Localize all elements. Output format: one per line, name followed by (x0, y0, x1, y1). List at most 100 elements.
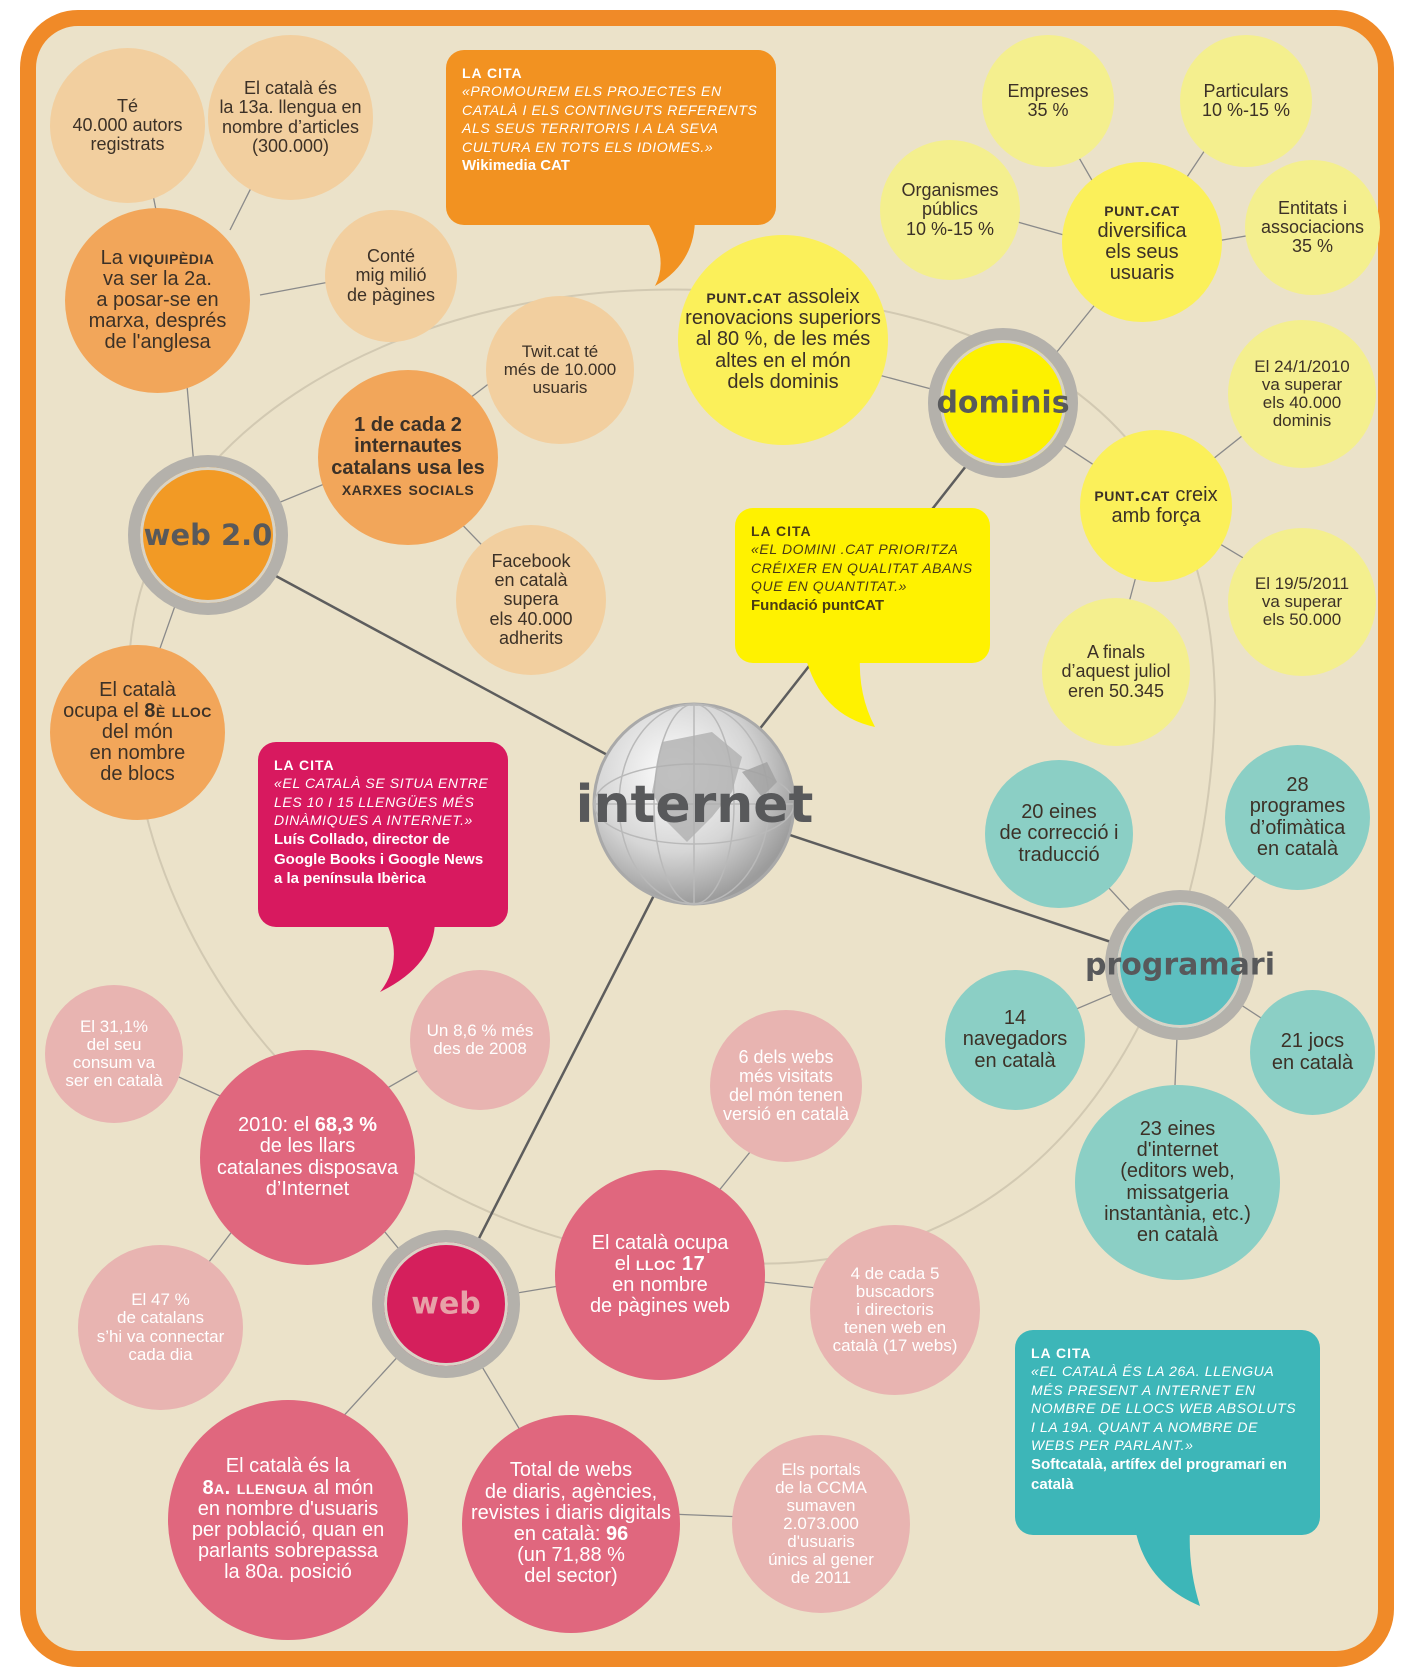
bubble-data-2011: El 19/5/2011 va superar els 50.000 (1228, 528, 1376, 676)
bubble-viquipedia: La viquipèdia va ser la 2a. a posar-se e… (65, 208, 250, 393)
hub-dominis: dominis (928, 328, 1078, 478)
quote-puntcat: LA CITA «El domini .cat prioritza créixe… (735, 508, 990, 663)
hub-web: web (372, 1230, 520, 1378)
text-part: 1 de cada 2 internautes catalans usa les (331, 414, 485, 479)
bubble-buscadors: 4 de cada 5 buscadors i directoris tenen… (810, 1225, 980, 1395)
bubble-ccma: Els portals de la CCMA sumaven 2.073.000… (732, 1435, 910, 1613)
quote-source: Fundació puntCAT (751, 596, 885, 614)
quote-wikimedia: LA CITA «Promourem els projectes en cata… (446, 50, 776, 225)
bubble-text: punt.cat creix amb força (1088, 483, 1223, 527)
bubble-ofimatica: 28 programes d’ofimàtica en català (1225, 745, 1370, 890)
text-part: al món en nombre d'usuaris per població,… (191, 1476, 385, 1584)
quote-source: Luís Collado, director de Google Books i… (274, 830, 484, 888)
quote-heading: LA CITA (462, 65, 523, 81)
bubble-facebook: Facebook en català supera els 40.000 adh… (456, 525, 606, 675)
quote-collado: LA CITA «El català se situa entre les 10… (258, 742, 508, 927)
bubble-eines-correccio: 20 eines de correcció i traducció (985, 760, 1133, 908)
text-bold: xarxes socials (341, 477, 475, 500)
text-part: de les llars catalanes disposava d’Inter… (216, 1135, 399, 1200)
bubble-particulars: Particulars 10 %-15 % (1180, 35, 1312, 167)
quote-softcatala: LA CITA «El català és la 26a. llengua mé… (1015, 1330, 1320, 1535)
bubble-text: 20 eines de correcció i traducció (999, 801, 1119, 866)
bubble-jocs: 21 jocs en català (1250, 990, 1375, 1115)
quote-tail (800, 655, 875, 727)
hub-label: programari (1085, 947, 1275, 983)
bubble-text: Els portals de la CCMA sumaven 2.073.000… (768, 1459, 874, 1588)
bubble-mig-milio: Conté mig milió de pàgines (325, 210, 457, 342)
text-part: diversifica els seus usuaris (1097, 219, 1187, 285)
text-bold: lloc 17 (635, 1252, 706, 1275)
quote-text: «Promourem els projectes en català i els… (462, 83, 758, 155)
hub-label: web (411, 1286, 481, 1322)
text-bold: 68,3 % (314, 1114, 377, 1137)
internet-globe: internet (576, 702, 813, 907)
text-bold: punt.cat (1104, 198, 1180, 221)
bubble-text: El català és la 13a. llengua en nombre d… (219, 78, 362, 156)
bubble-juliol: A finals d’aquest juliol eren 50.345 (1042, 598, 1190, 746)
bubble-autors-registrats: Té 40.000 autors registrats (50, 48, 205, 203)
bubble-text: Particulars 10 %-15 % (1201, 80, 1291, 120)
bubble-text: La viquipèdia va ser la 2a. a posar-se e… (83, 246, 233, 354)
bubble-text: El català ocupa el 8è lloc del món en no… (57, 678, 218, 786)
bubble-llars: 2010: el 68,3 % de les llars catalanes d… (200, 1050, 415, 1265)
text-part: del món en nombre de blocs (89, 720, 186, 786)
text-part: (un 71,88 % del sector) (517, 1544, 625, 1588)
bubble-text: Facebook en català supera els 40.000 adh… (489, 551, 573, 648)
hub-label: dominis (936, 385, 1070, 421)
quote-tail (1130, 1528, 1200, 1606)
bubble-text: Té 40.000 autors registrats (72, 95, 183, 155)
bubble-text: Organismes públics 10 %-15 % (901, 180, 999, 239)
quote-tail (375, 920, 435, 992)
bubble-text: 14 navegadors en català (962, 1007, 1068, 1072)
bubble-text: Twit.cat té més de 10.000 usuaris (503, 341, 617, 397)
bubble-text: Total de webs de diaris, agències, revis… (465, 1460, 677, 1587)
text-bold: viquipèdia (128, 246, 215, 269)
quote-source: Softcatalà, artífex del programari en ca… (1031, 1455, 1287, 1493)
quote-text: «El català és la 26a. llengua més presen… (1031, 1363, 1297, 1454)
bubble-twitcat: Twit.cat té més de 10.000 usuaris (486, 296, 634, 444)
text-part: El català ocupa el (63, 678, 176, 722)
hub-label: web 2.0 (143, 518, 273, 552)
hub-programari: programari (1085, 890, 1275, 1040)
text-bold: punt.cat (1094, 483, 1170, 506)
bubble-xarxes-socials: 1 de cada 2 internautes catalans usa les… (318, 370, 498, 545)
bubble-text: 4 de cada 5 buscadors i directoris tenen… (832, 1263, 958, 1356)
bubble-diaris: Total de webs de diaris, agències, revis… (462, 1415, 680, 1633)
text-bold: 8è lloc (144, 699, 212, 722)
bubble-creix: punt.cat creix amb força (1080, 430, 1232, 582)
bubble-text: 2010: el 68,3 % de les llars catalanes d… (211, 1115, 404, 1200)
hub-web20: web 2.0 (128, 455, 288, 615)
bubble-entitats: Entitats i associacions 35 % (1245, 160, 1380, 295)
quote-text: «El català se situa entre les 10 i 15 ll… (274, 775, 489, 829)
bubble-text: punt.cat diversifica els seus usuaris (1092, 198, 1193, 285)
bubble-mes-86: Un 8,6 % més des de 2008 (410, 970, 550, 1110)
bubble-text: El 31,1% del seu consum va ser en català (65, 1016, 163, 1091)
bubble-organismes: Organismes públics 10 %-15 % (880, 140, 1020, 280)
bubble-text: Empreses 35 % (1007, 80, 1089, 120)
bubble-text: 1 de cada 2 internautes catalans usa les… (325, 414, 490, 500)
bubble-llengua-8a: El català és la 8a. llengua al món en no… (168, 1400, 408, 1640)
bubble-text: El 24/1/2010 va superar els 40.000 domin… (1254, 356, 1350, 431)
bubble-llengua-13: El català és la 13a. llengua en nombre d… (208, 35, 373, 200)
bubble-text: 23 eines d'internet (editors web, missat… (1104, 1117, 1251, 1246)
bubble-text: punt.cat assoleix renovacions superiors … (679, 286, 887, 393)
bubble-text: El 19/5/2011 va superar els 50.000 (1254, 573, 1350, 629)
quote-text: «El domini .cat prioritza créixer en qua… (751, 541, 973, 595)
text-part: El català és la (225, 1455, 351, 1478)
bubble-navegadors: 14 navegadors en català (945, 970, 1085, 1110)
bubble-webs-visitats: 6 dels webs més visitats del món tenen v… (710, 1010, 862, 1162)
text-part: El català ocupa el (591, 1231, 729, 1275)
bubble-renovacions: punt.cat assoleix renovacions superiors … (678, 235, 888, 445)
text-part: assoleix renovacions superiors al 80 %, … (685, 286, 881, 393)
text-bold: 8a. llengua (202, 1476, 308, 1499)
text-bold: 96 (606, 1523, 629, 1545)
text-part: 2010: el (237, 1114, 315, 1137)
bubble-text: El 47 % de catalans s’hi va connectar ca… (96, 1290, 225, 1364)
bubble-text: El català és la 8a. llengua al món en no… (186, 1456, 390, 1583)
bubble-empreses: Empreses 35 % (982, 35, 1114, 167)
bubble-lloc-17: El català ocupa el lloc 17 en nombre de … (555, 1170, 765, 1380)
text-part: La (100, 246, 129, 269)
quote-heading: LA CITA (751, 523, 812, 539)
bubble-blocs: El català ocupa el 8è lloc del món en no… (50, 645, 225, 820)
